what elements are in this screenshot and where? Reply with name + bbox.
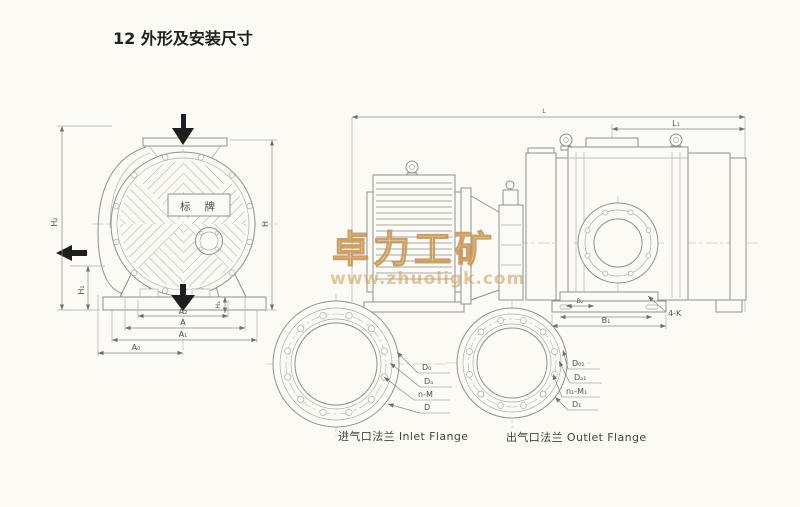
base-pad	[139, 288, 159, 298]
blower-base	[551, 291, 667, 313]
dim-label-nm: n-M	[418, 390, 433, 399]
watermark-brand: 卓力工矿	[332, 228, 496, 271]
dim-label-a1: A₁	[179, 330, 188, 339]
shaft-port	[195, 227, 223, 255]
dim-label-d1: D₁	[572, 400, 581, 409]
page-title: 12 外形及安装尺寸	[113, 29, 253, 48]
vent-cap-icon	[505, 180, 515, 190]
dim-label-a2: A₂	[179, 307, 188, 316]
dim-label-4k: 4-K	[668, 309, 682, 318]
blower-eyebolt-icon	[669, 133, 683, 147]
dim-label-d01: D₀₁	[572, 359, 585, 368]
dim-label-l: L	[542, 107, 546, 115]
nameplate-label: 标牌	[180, 200, 229, 213]
outlet-flow-arrow	[171, 284, 195, 311]
dim-label-h2: H₂	[50, 217, 59, 226]
blower-body	[525, 133, 747, 313]
dim-label-d: D	[424, 403, 430, 412]
inlet-flange: D₀ Dₐ n-M D 进气口法兰 Inlet Flange	[266, 294, 468, 443]
dim-label-l1: L₁	[672, 119, 680, 128]
side-view: L L₁	[348, 107, 758, 329]
watermark-url: www.zhuoligk.com	[330, 269, 525, 289]
dim-label-da: Dₐ	[424, 377, 433, 386]
outlet-flange-caption: 出气口法兰 Outlet Flange	[506, 430, 647, 444]
coupling-adapter	[460, 180, 524, 305]
motor-base	[363, 301, 465, 313]
dim-label-da1: Dₐ₁	[574, 373, 587, 382]
base-pad	[191, 288, 211, 298]
blower-eyebolt-icon	[559, 133, 573, 147]
discharge-flange-circle	[577, 202, 659, 284]
mounting-slot	[645, 304, 659, 310]
nameplate	[167, 193, 231, 217]
dim-label-a0: A₀	[132, 343, 141, 352]
motor	[363, 160, 465, 313]
dim-label-a: A	[180, 318, 186, 327]
dim-label-h: H	[261, 221, 270, 227]
dim-label-b1: B₁	[602, 316, 611, 325]
watermark: 卓力工矿 www.zhuoligk.com	[330, 227, 525, 289]
dim-label-b2: B₂	[576, 297, 583, 305]
dim-label-n1m1: n₁-M₁	[566, 387, 587, 396]
dim-label-h1: H₁	[77, 285, 86, 294]
front-view: 标牌 H₂ H₁	[50, 114, 278, 360]
dim-label-d0: D₀	[422, 363, 431, 372]
volute-outline	[97, 146, 147, 297]
dim-label-h3: H₃	[214, 301, 222, 309]
inlet-flow-arrow	[172, 114, 194, 145]
outlet-flange: D₀₁ Dₐ₁ n₁-M₁ D₁ 出气口法兰 Outlet Flange	[446, 300, 647, 444]
inlet-flange-caption: 进气口法兰 Inlet Flange	[338, 429, 468, 443]
motor-eyebolt-icon	[405, 160, 419, 174]
